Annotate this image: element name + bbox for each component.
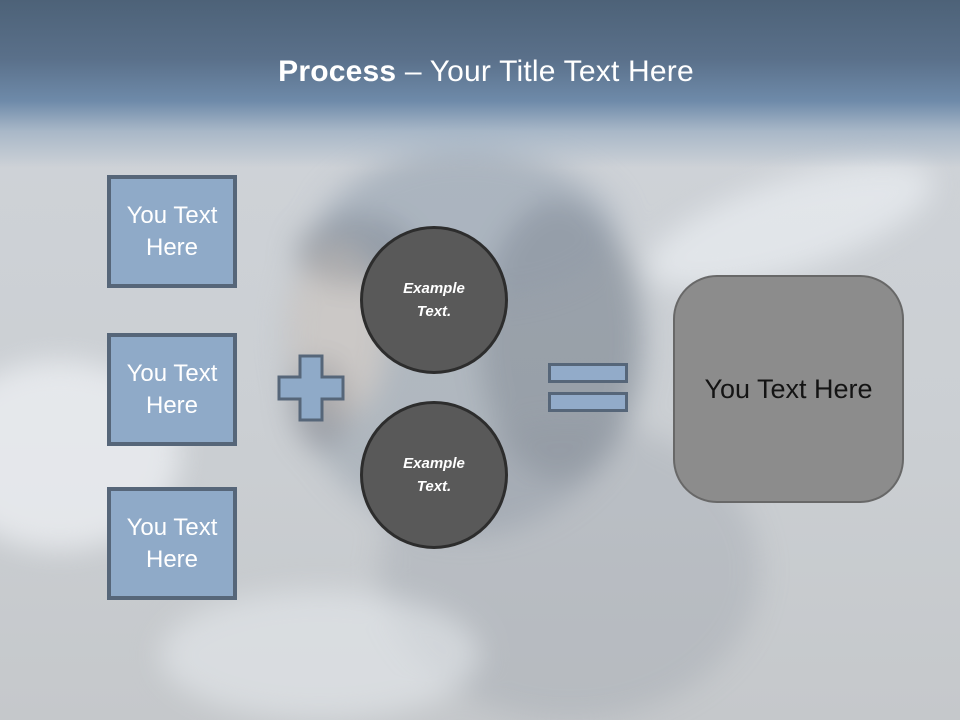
input-box-2: You Text Here: [107, 333, 237, 446]
input-box-3: You Text Here: [107, 487, 237, 600]
light-blob-bottom: [160, 590, 480, 720]
header-gradient-band: [0, 0, 960, 168]
input-box-3-label: You Text Here: [126, 514, 218, 573]
hood-shadow-shape: [480, 200, 640, 480]
plus-icon: [277, 354, 345, 422]
equals-top-bar: [548, 363, 628, 383]
example-circle-2: Example Text.: [360, 401, 508, 549]
example-circle-2-label: Example Text.: [403, 454, 465, 495]
slide-title: Process – Your Title Text Here: [0, 55, 960, 89]
example-circle-1: Example Text.: [360, 226, 508, 374]
equals-icon: [548, 363, 628, 412]
slide-title-subtitle: – Your Title Text Here: [404, 55, 694, 88]
input-box-1-label: You Text Here: [126, 202, 218, 261]
slide-title-keyword: Process: [278, 55, 397, 88]
equals-bottom-bar: [548, 392, 628, 412]
example-circle-1-label: Example Text.: [403, 279, 465, 320]
result-box-label: You Text Here: [704, 373, 873, 404]
input-box-1: You Text Here: [107, 175, 237, 288]
input-box-2-label: You Text Here: [126, 360, 218, 419]
result-box: You Text Here: [673, 275, 904, 503]
